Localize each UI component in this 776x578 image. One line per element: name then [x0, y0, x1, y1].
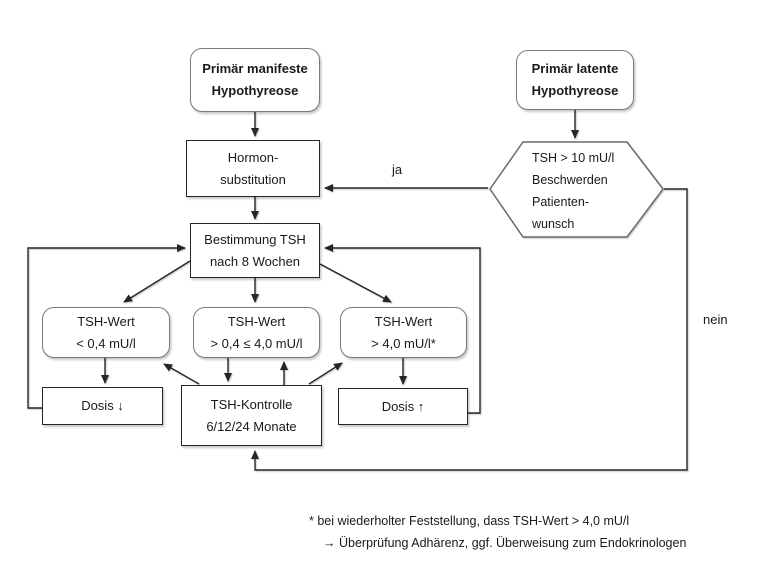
node-tsh-kontrolle: TSH-Kontrolle 6/12/24 Monate: [181, 385, 322, 446]
edge-hexagon-nein-to-kontrolle: [251, 188, 688, 471]
footnote-line2: → Überprüfung Adhärenz, ggf. Überweisung…: [323, 536, 687, 550]
node-tsh-wert-high: TSH-Wert > 4,0 mU/l*: [340, 307, 467, 358]
node-hormonsubstitution: Hormon- substitution: [186, 140, 320, 197]
edge-kontrolle-to-tsh-high: [308, 362, 343, 385]
node-primaer-latente-hypothyreose: Primär latente Hypothyreose: [516, 50, 634, 110]
edge-dosis-down-loop-to-bestimmung: [27, 244, 186, 409]
node-tsh-wert-mid: TSH-Wert > 0,4 ≤ 4,0 mU/l: [193, 307, 320, 358]
edge-kontrolle-to-tsh-low: [163, 363, 200, 385]
decision-hexagon-label: TSH > 10 mU/l Beschwerden Patienten- wun…: [532, 151, 615, 231]
edge-label-ja: ja: [392, 162, 403, 177]
edge-bestimmung-to-tsh-low: [123, 260, 191, 303]
node-tsh-wert-low: TSH-Wert < 0,4 mU/l: [42, 307, 170, 358]
edge-bestimmung-to-tsh-high: [319, 263, 392, 303]
footnote-line1: * bei wiederholter Feststellung, dass TS…: [309, 514, 630, 528]
node-bestimmung-tsh: Bestimmung TSH nach 8 Wochen: [190, 223, 320, 278]
node-primaer-manifeste-hypothyreose: Primär manifeste Hypothyreose: [190, 48, 320, 112]
node-dosis-runter: Dosis ↓: [42, 387, 163, 425]
decision-hexagon-shape: [489, 141, 664, 238]
node-dosis-hoch: Dosis ↑: [338, 388, 468, 425]
edge-dosis-up-loop-to-bestimmung: [324, 244, 481, 414]
footnote: * bei wiederholter Feststellung, dass TS…: [309, 510, 686, 554]
edge-label-nein: nein: [703, 312, 728, 327]
